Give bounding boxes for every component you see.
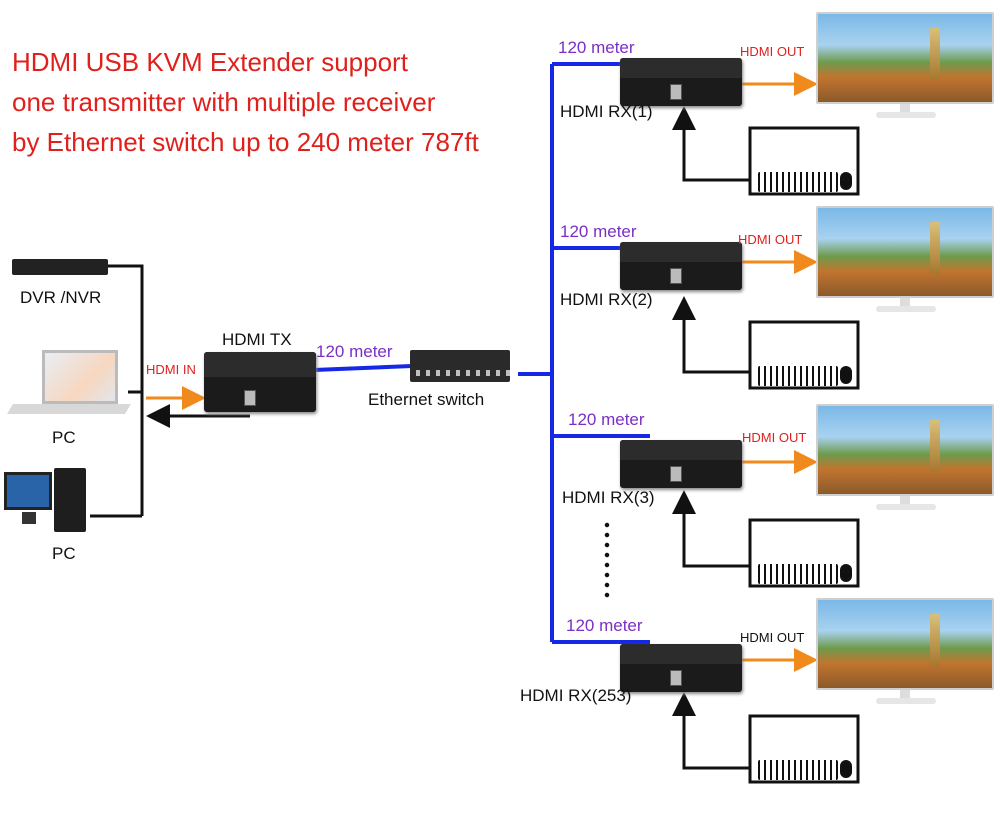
- rx3-label: HDMI RX(3): [562, 488, 655, 507]
- tx-meter-label: 120 meter: [316, 342, 393, 361]
- keyboard-icon: [758, 550, 842, 584]
- rx1-hdmi-out-label: HDMI OUT: [740, 44, 805, 59]
- keyboard-icon: [758, 746, 842, 780]
- rx3-meter-label: 120 meter: [568, 410, 645, 429]
- monitor-icon: [816, 404, 994, 512]
- extender-box-icon: [620, 644, 742, 692]
- dvr-icon: [12, 259, 108, 275]
- monitor-icon: [816, 206, 994, 314]
- dvr-cable: [108, 264, 144, 516]
- ethernet-switch-icon: [410, 350, 520, 382]
- mouse-icon: [840, 564, 852, 582]
- extender-box-icon: [620, 58, 742, 106]
- laptop-icon: [7, 350, 131, 420]
- keyboard-icon: [758, 352, 842, 386]
- hdmi-in-label: HDMI IN: [146, 362, 196, 377]
- rx1-meter-label: 120 meter: [558, 38, 635, 57]
- rx2-hdmi-out-label: HDMI OUT: [738, 232, 803, 247]
- rx3-usb-arrow: [672, 490, 750, 568]
- rx253-label: HDMI RX(253): [520, 686, 632, 705]
- rx3-hdmi-out-label: HDMI OUT: [742, 430, 807, 445]
- extender-box-icon: [620, 440, 742, 488]
- extender-box-icon: [204, 352, 316, 412]
- rx253-hdmi-out-label: HDMI OUT: [740, 630, 805, 645]
- pc2-label: PC: [52, 544, 76, 563]
- rx1-label: HDMI RX(1): [560, 102, 653, 121]
- rx253-meter-label: 120 meter: [566, 616, 643, 635]
- monitor-icon: [816, 598, 994, 706]
- rx2-meter-label: 120 meter: [560, 222, 637, 241]
- rx1-usb-arrow: [672, 106, 750, 182]
- desktop-pc-icon: [4, 468, 90, 532]
- rx2-label: HDMI RX(2): [560, 290, 653, 309]
- diagram-title: HDMI USB KVM Extender support one transm…: [12, 47, 479, 157]
- rx2-usb-arrow: [672, 296, 750, 374]
- continuation-dots: [604, 520, 610, 600]
- mouse-icon: [840, 760, 852, 778]
- tx-to-switch-line: [313, 364, 413, 372]
- keyboard-icon: [758, 158, 842, 192]
- switch-label: Ethernet switch: [368, 390, 485, 409]
- mouse-icon: [840, 172, 852, 190]
- extender-box-icon: [620, 242, 742, 290]
- mouse-icon: [840, 366, 852, 384]
- tx-label: HDMI TX: [222, 330, 292, 349]
- dvr-label: DVR /NVR: [20, 288, 102, 307]
- pc1-label: PC: [52, 428, 76, 447]
- rx253-usb-arrow: [672, 692, 750, 770]
- monitor-icon: [816, 12, 994, 120]
